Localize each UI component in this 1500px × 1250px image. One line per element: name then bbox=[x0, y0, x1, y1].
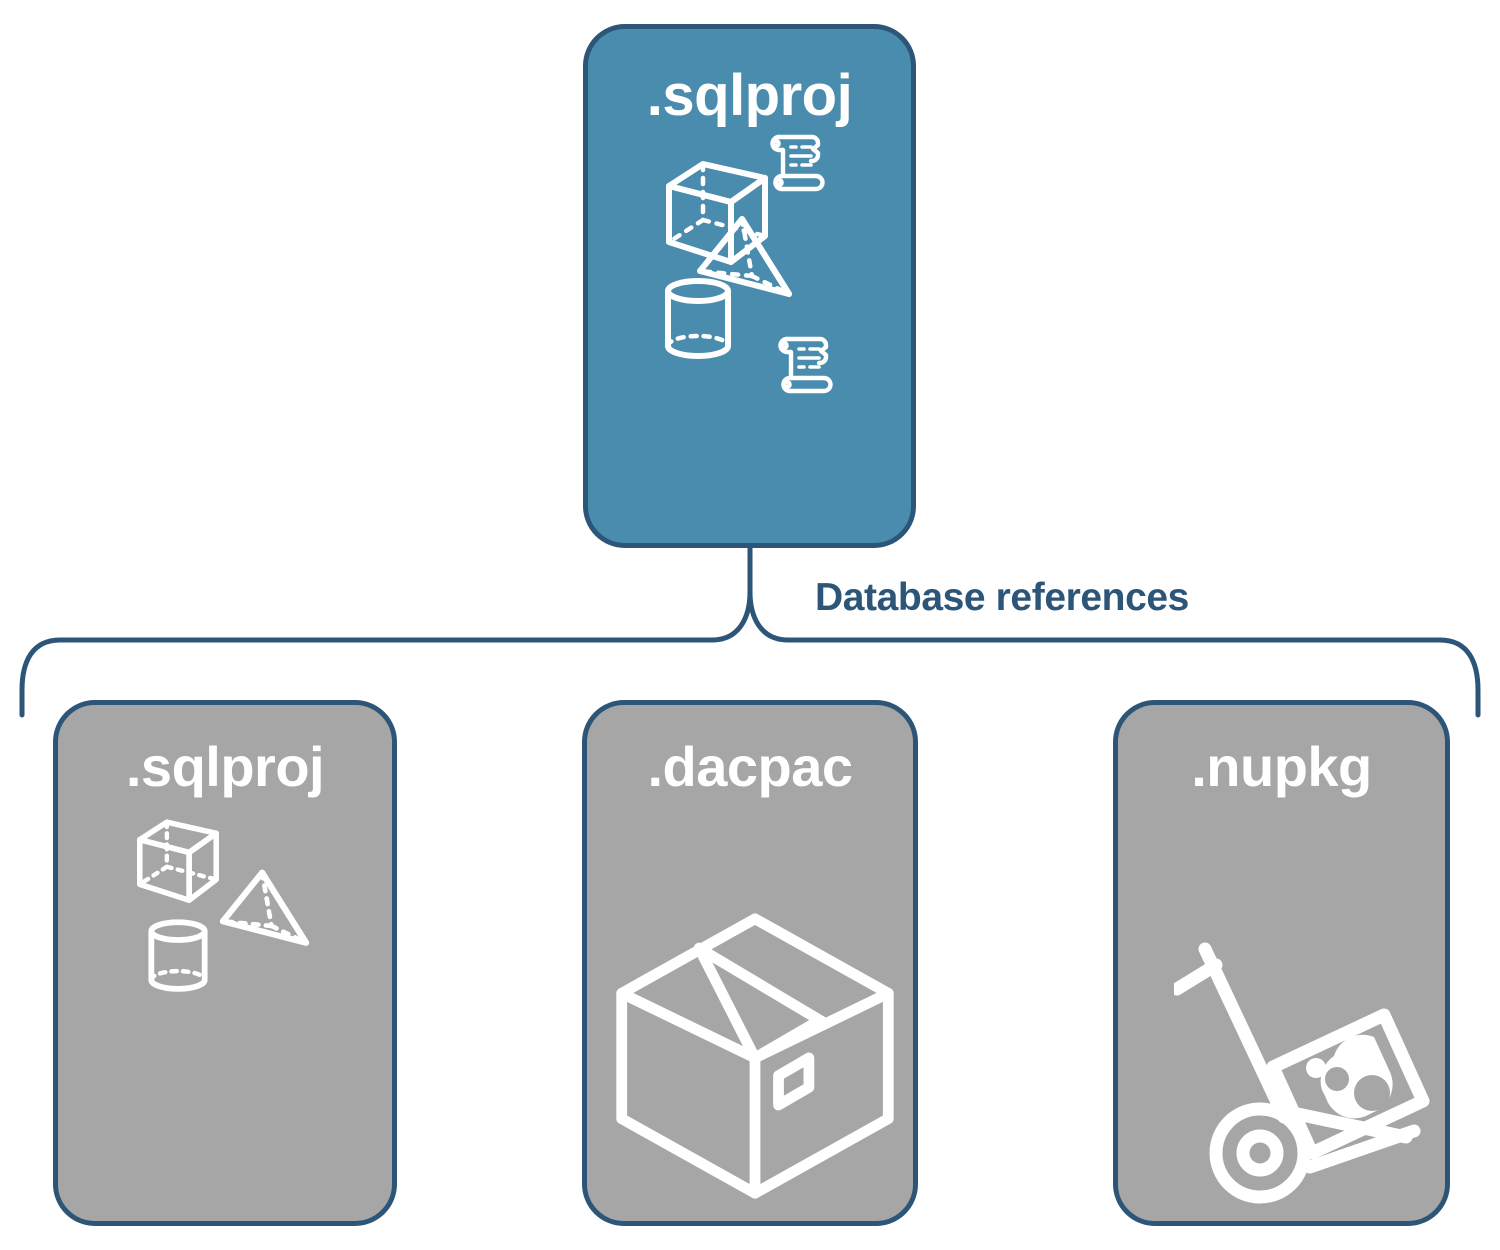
source-card-sqlproj[interactable]: .sqlproj bbox=[583, 24, 916, 548]
reference-card-icon-group bbox=[1118, 795, 1445, 1221]
wireframe-cylinder-icon bbox=[148, 919, 208, 992]
source-card-title: .sqlproj bbox=[646, 63, 853, 128]
wireframe-cylinder-icon bbox=[665, 278, 731, 359]
wireframe-pyramid-icon bbox=[219, 869, 310, 946]
source-card-icon-group bbox=[588, 125, 911, 543]
reference-card-title: .sqlproj bbox=[125, 735, 325, 798]
wireframe-pyramid-icon bbox=[697, 216, 792, 297]
reference-card-dacpac[interactable]: .dacpac bbox=[582, 700, 918, 1226]
database-references-brace bbox=[19, 545, 1481, 718]
reference-card-title: .dacpac bbox=[647, 735, 853, 798]
reference-card-icon-group bbox=[587, 795, 913, 1221]
scroll-script-icon bbox=[770, 134, 825, 192]
nuget-hand-truck-icon bbox=[1174, 942, 1430, 1204]
brace-label: Database references bbox=[815, 576, 1189, 619]
box-label-diamond bbox=[773, 1052, 815, 1111]
wireframe-cube-icon bbox=[136, 819, 220, 904]
reference-card-icon-group bbox=[58, 795, 392, 1221]
scroll-script-icon bbox=[778, 336, 833, 394]
reference-card-title: .nupkg bbox=[1191, 735, 1372, 798]
reference-card-nupkg[interactable]: .nupkg bbox=[1113, 700, 1450, 1226]
reference-card-sqlproj[interactable]: .sqlproj bbox=[53, 700, 397, 1226]
shipping-box-icon bbox=[616, 913, 894, 1199]
